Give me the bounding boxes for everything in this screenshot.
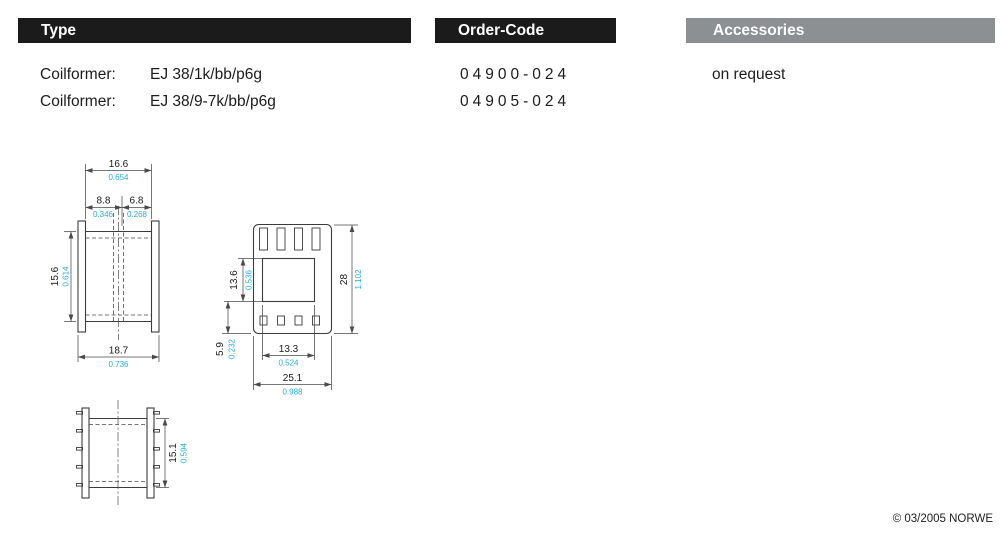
dim-front-left-offset-mm: 8.8 — [97, 196, 111, 207]
dim-top-window-width-mm: 13.3 — [279, 344, 299, 355]
pin-stub — [76, 465, 83, 469]
dim-side-height-mm: 15.1 — [168, 443, 179, 463]
product-order-code: 04905-024 — [460, 93, 571, 110]
dim-front-bottom-width-inch: 0.736 — [108, 360, 129, 369]
pin-stub — [153, 483, 160, 487]
accessories-value: on request — [712, 66, 786, 83]
winding-window — [261, 257, 316, 303]
pin-pad — [259, 315, 268, 326]
dim-top-overall-width-mm: 25.1 — [283, 373, 303, 384]
product-name: EJ 38/1k/bb/p6g — [150, 66, 263, 83]
accessories-header-bar: Accessories — [686, 18, 995, 43]
product-row: Coilformer: EJ 38/9-7k/bb/p6g 04905-024 — [0, 93, 1000, 113]
right-flange — [150, 220, 160, 333]
dim-top-window-width-inch: 0.524 — [278, 359, 299, 368]
order-code-header-bar: Order-Code — [435, 18, 616, 43]
product-category: Coilformer: — [40, 93, 116, 110]
pin-pad — [277, 315, 285, 326]
dim-top-overall-height-inch: 1.102 — [354, 269, 363, 290]
pin-stub — [76, 483, 83, 487]
type-header-label: Type — [41, 21, 77, 39]
dim-front-top-width-inch: 0.654 — [108, 173, 129, 182]
dim-top-window-height-mm: 13.6 — [229, 270, 240, 290]
pin-stub — [76, 447, 83, 451]
pin-slot — [259, 227, 268, 251]
right-flange — [146, 407, 155, 499]
pin-slot — [294, 227, 303, 251]
type-header-bar: Type — [18, 18, 411, 43]
accessories-header-label: Accessories — [713, 21, 805, 39]
pin-slot — [311, 227, 321, 251]
dim-front-height-inch: 0.614 — [62, 266, 71, 287]
pin-stub — [153, 411, 160, 415]
pin-pad — [294, 315, 303, 326]
copyright-notice: © 03/2005 NORWE — [892, 513, 993, 525]
dim-front-left-offset-inch: 0.346 — [93, 210, 114, 219]
top-view: 13.6 0.536 5.9 0.232 28 1.102 13.3 0.524… — [215, 223, 363, 397]
pin-slot — [276, 227, 286, 251]
dim-front-height-mm: 15.6 — [50, 266, 61, 286]
dim-front-bottom-width-mm: 18.7 — [109, 346, 129, 357]
product-name: EJ 38/9-7k/bb/p6g — [150, 93, 276, 110]
pin-stub — [76, 411, 83, 415]
dim-top-pin-section-mm: 5.9 — [215, 342, 226, 356]
pin-stub — [153, 465, 160, 469]
dim-top-overall-height-mm: 28 — [339, 274, 350, 286]
dim-front-right-offset-mm: 6.8 — [130, 196, 144, 207]
product-row: Coilformer: EJ 38/1k/bb/p6g 04900-024 on… — [0, 66, 1000, 86]
front-view: 16.6 0.654 8.8 6.8 0.346 0.268 15.6 0.61… — [50, 159, 160, 369]
dim-top-window-height-inch: 0.536 — [245, 269, 254, 290]
dim-front-top-width-mm: 16.6 — [109, 159, 129, 170]
pin-stub — [76, 429, 83, 433]
dim-top-pin-section-inch: 0.232 — [228, 338, 237, 359]
dim-top-overall-width-inch: 0.988 — [282, 388, 303, 397]
pin-pad — [312, 315, 320, 326]
left-flange — [77, 220, 87, 333]
pin-stub — [153, 447, 160, 451]
product-order-code: 04900-024 — [460, 66, 571, 83]
product-category: Coilformer: — [40, 66, 116, 83]
body-outline — [252, 223, 333, 335]
order-code-header-label: Order-Code — [458, 21, 545, 39]
dim-front-right-offset-inch: 0.268 — [127, 210, 148, 219]
side-view: 15.1 0.594 — [76, 400, 189, 506]
left-flange — [81, 407, 90, 499]
pin-stub — [153, 429, 160, 433]
dim-side-height-inch: 0.594 — [180, 442, 189, 463]
